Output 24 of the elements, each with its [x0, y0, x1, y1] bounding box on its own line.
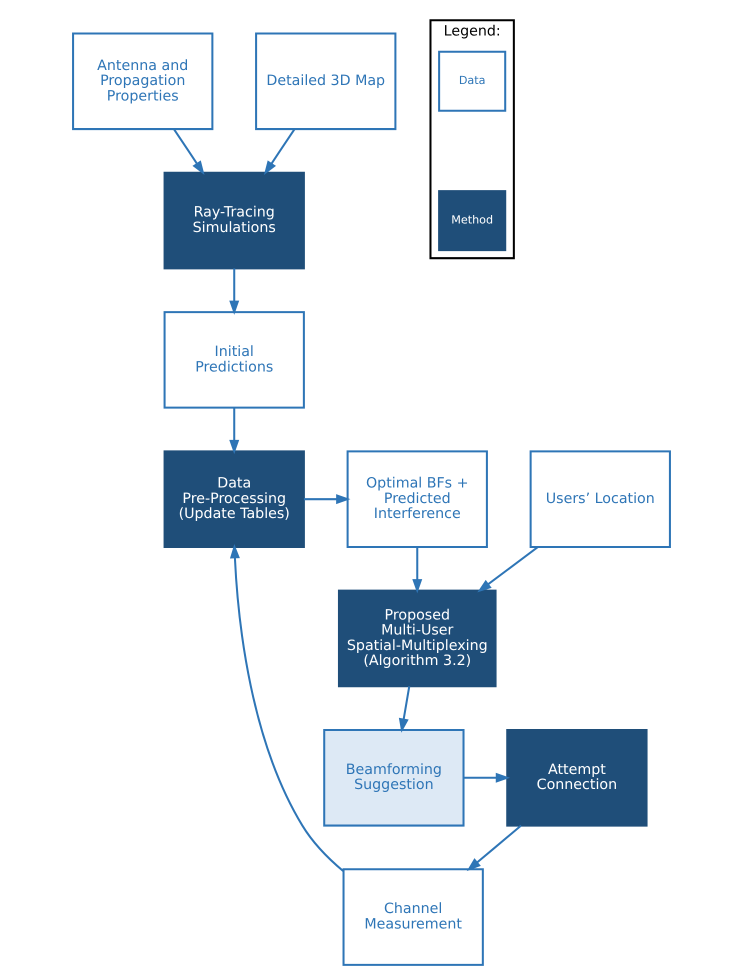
arrow	[412, 547, 422, 594]
legend-label: Method	[450, 213, 493, 226]
arrow	[172, 128, 204, 175]
node-box: Users’ Location	[529, 450, 670, 548]
arrow	[228, 408, 239, 454]
node-box: Attempt Connection	[506, 728, 648, 827]
arrow	[229, 544, 344, 872]
node-box: Antenna and Propagation Properties	[72, 32, 213, 130]
arrow	[263, 128, 295, 175]
arrow	[476, 546, 538, 592]
arrow	[303, 494, 350, 504]
node-box: Channel Measurement	[342, 868, 484, 966]
legend-label: Data	[458, 74, 486, 88]
node-box: Detailed 3D Map	[254, 32, 396, 130]
arrow	[398, 686, 410, 733]
node-box: Initial Predictions	[163, 311, 304, 409]
arrow	[463, 772, 510, 783]
node-box: Proposed Multi-User Spatial-Multiplexing (Algorithm 3.2)	[337, 590, 496, 688]
arrow	[466, 824, 522, 872]
arrow	[228, 268, 239, 315]
node-box: Optimal BFs + Predicted Interference	[346, 450, 488, 548]
node-box: Data Pre-Processing (Update Tables)	[163, 450, 304, 548]
node-box: Ray-Tracing Simulations	[163, 172, 304, 270]
node-box: Beamforming Suggestion	[322, 728, 464, 827]
